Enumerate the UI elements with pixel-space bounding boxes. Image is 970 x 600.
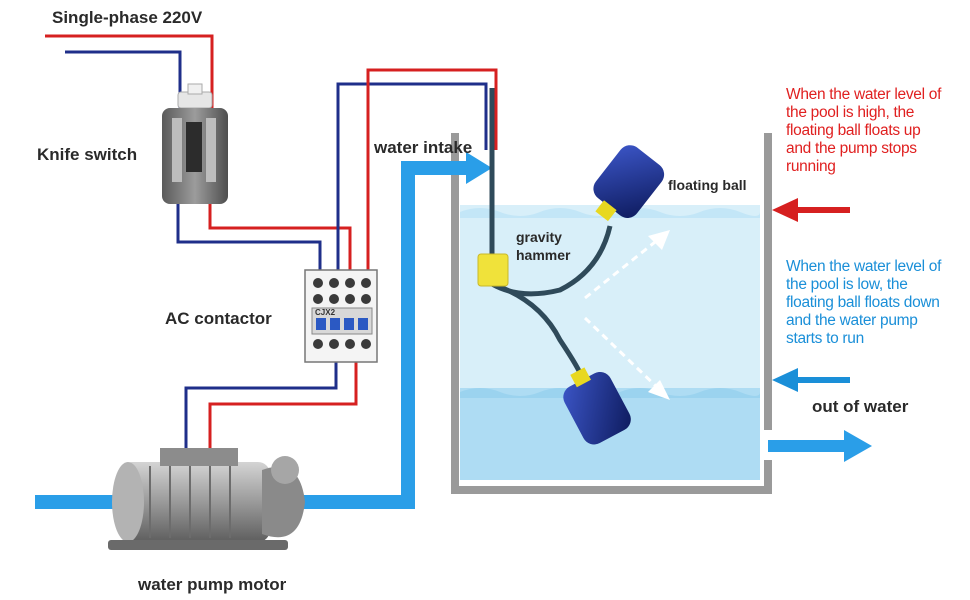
note-low-line: and the water pump [786,312,918,329]
note-high-line: and the pump stops [786,140,917,157]
wire-float-red [366,68,498,270]
note-high-line: the pool is high, the [786,104,915,121]
arrow-left-icon [772,198,850,222]
wire-switch-blue-out [176,200,322,270]
note-low-line: When the water level of [786,258,942,275]
pipe-intake-arrowhead [466,152,492,184]
note-high-level: When the water level of the pool is high… [786,86,941,176]
tank-wall [451,133,772,494]
note-low-line: floating ball floats down [786,294,940,311]
label-knife-switch: Knife switch [37,145,138,164]
wire-motor-red [208,362,358,450]
wire-float-blue [336,82,488,270]
motion-path-down [583,316,662,392]
float-switch-ball-icon [563,367,631,445]
arrow-right-icon [768,430,872,462]
ac-contactor-icon [304,269,378,363]
label-water-intake: water intake [374,138,473,157]
wire-switch-red-out [208,200,352,270]
arrow-left-icon [772,368,850,392]
pipe-system [35,161,470,509]
float-switch-ball-icon [593,145,665,222]
knife-switch-icon [162,83,228,204]
wire-supply-blue [65,50,182,110]
note-low-level: When the water level of the pool is low,… [786,258,941,348]
note-low-line: the pool is low, the [786,276,908,293]
motion-path-up [584,236,661,300]
label-floating-ball: floating ball [668,177,747,193]
label-contactor-badge: CJX2 [315,308,336,317]
tank-water-surface-low [460,388,760,398]
label-out-of-water: out of water [812,397,909,416]
float-cable-low [491,281,585,379]
motion-arrowhead-down [648,380,670,400]
label-pump-motor: water pump motor [138,575,287,594]
note-high-line: When the water level of [786,86,942,103]
motion-arrowhead-up [648,230,670,250]
wire-motor-blue [184,362,338,450]
gravity-hammer-icon [477,253,509,287]
note-low-line: starts to run [786,330,864,347]
water-pump-motor-icon [108,448,305,550]
wire-supply-red [45,34,214,110]
tank-water-surface-high [460,208,760,218]
pipe-pump-to-tank [300,161,470,509]
note-high-line: running [786,158,836,175]
label-supply: Single-phase 220V [52,8,203,27]
label-ac-contactor: AC contactor [165,309,272,328]
label-gravity-hammer-2: hammer [516,247,571,263]
note-high-line: floating ball floats up [786,122,921,139]
label-gravity-hammer-1: gravity [516,229,562,245]
